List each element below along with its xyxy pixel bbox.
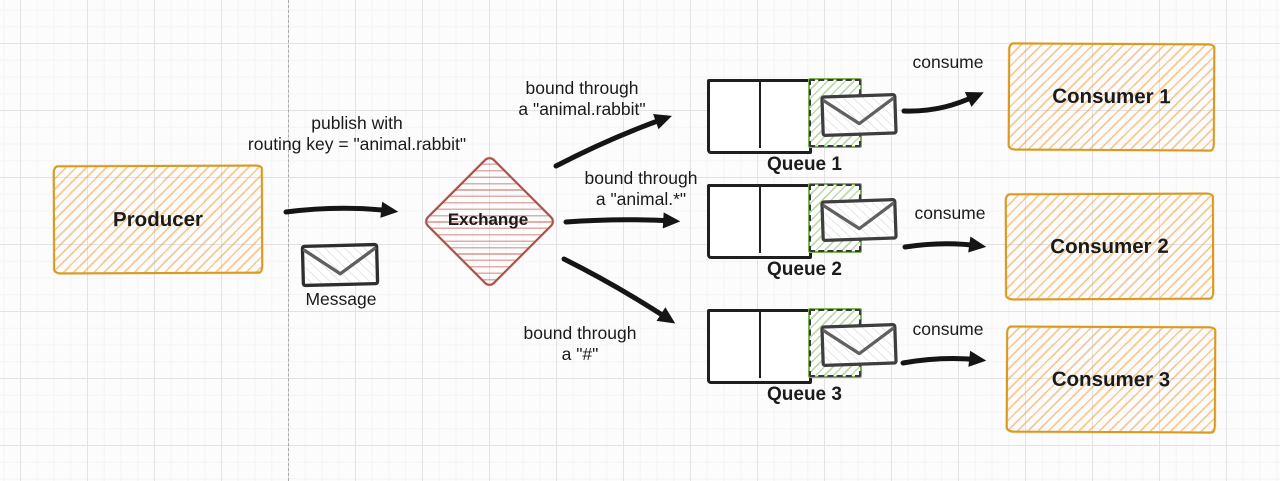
producer-label: Producer <box>112 207 204 231</box>
queue-3-node: Queue 3 <box>707 308 907 409</box>
queue-body <box>707 184 812 259</box>
consume-label-3: consume <box>912 319 984 339</box>
queue-divider <box>759 311 761 378</box>
binding-label-line2: a "#" <box>561 344 599 365</box>
guide-dashed-line <box>288 0 289 481</box>
queue-divider <box>759 186 761 253</box>
envelope-icon <box>820 93 898 137</box>
arrow-exchange-to-queue2 <box>563 212 681 229</box>
queue-label: Queue 1 <box>767 154 842 175</box>
exchange-label: Exchange <box>447 210 529 229</box>
queue-body <box>707 79 812 154</box>
binding-label-rabbit: bound through a "animal.rabbit" <box>492 78 672 121</box>
consumer-1-node: Consumer 1 <box>1007 42 1216 152</box>
queue-body <box>707 309 812 384</box>
binding-label-line1: bound through <box>523 323 637 343</box>
binding-label-line1: bound through <box>584 168 698 188</box>
consumer-label: Consumer 1 <box>1052 84 1171 109</box>
arrow-exchange-to-queue1 <box>553 113 672 169</box>
envelope-icon <box>820 323 898 367</box>
consumer-label: Consumer 3 <box>1051 367 1171 391</box>
binding-label-line2: a "animal.rabbit" <box>518 99 646 120</box>
binding-label-hash: bound through a "#" <box>500 323 660 366</box>
publish-routing-label: publish with routing key = "animal.rabbi… <box>222 113 492 156</box>
producer-node: Producer <box>52 164 264 275</box>
consume-label-2: consume <box>914 203 986 223</box>
arrow-queue3-to-consumer3 <box>900 350 987 367</box>
queue-divider <box>759 81 761 148</box>
arrow-exchange-to-queue3 <box>561 256 676 324</box>
binding-label-line2: a "animal.*" <box>595 189 687 210</box>
arrow-producer-to-exchange <box>283 201 399 218</box>
consumer-3-node: Consumer 3 <box>1005 325 1217 434</box>
queue-label: Queue 2 <box>767 259 842 280</box>
binding-label-line1: bound through <box>525 78 639 98</box>
consumer-label: Consumer 2 <box>1050 234 1169 258</box>
message-envelope-icon <box>300 242 380 288</box>
message-label: Message <box>305 289 377 309</box>
publish-label-line2: routing key = "animal.rabbit" <box>247 134 467 155</box>
publish-label-line1: publish with <box>311 113 403 133</box>
queue-label: Queue 3 <box>767 384 842 405</box>
arrow-queue2-to-consumer2 <box>902 236 987 253</box>
queue-2-node: Queue 2 <box>707 183 907 284</box>
consume-label-1: consume <box>912 52 984 72</box>
arrow-queue1-to-consumer1 <box>901 92 984 114</box>
queue-1-node: Queue 1 <box>707 78 907 179</box>
envelope-icon <box>820 198 898 242</box>
consumer-2-node: Consumer 2 <box>1004 192 1215 301</box>
binding-label-animal-star: bound through a "animal.*" <box>566 168 716 211</box>
